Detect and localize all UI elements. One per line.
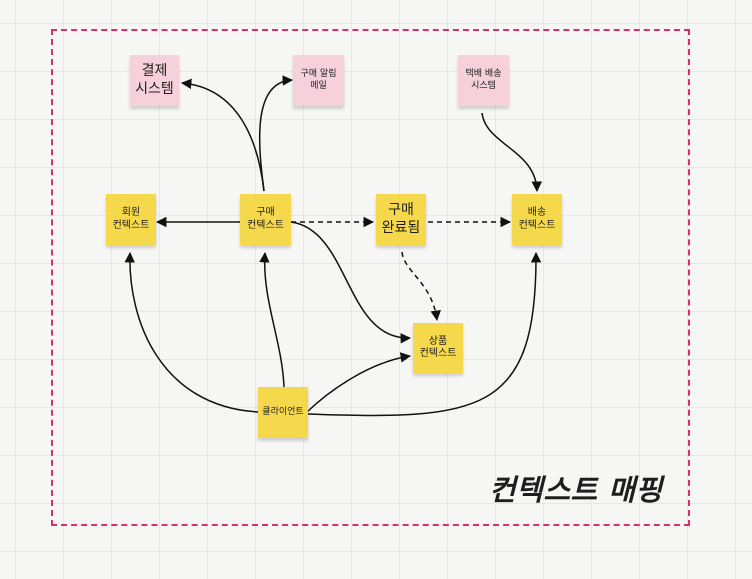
context-mapping-title: 컨텍스트 매핑	[489, 473, 663, 507]
context-map-frame[interactable]	[51, 29, 690, 526]
sticky-note-purchase-context[interactable]: 구매 컨텍스트	[240, 194, 291, 245]
edge-client-to-purchase[interactable]	[259, 251, 285, 388]
sticky-note-delivery-context[interactable]: 배송 컨텍스트	[512, 194, 562, 245]
sticky-note-purchase-completed-event[interactable]: 구매 완료됨	[376, 194, 426, 245]
sticky-note-product-context[interactable]: 상품 컨텍스트	[413, 323, 463, 373]
edge-client-to-member[interactable]	[124, 251, 259, 413]
edge-client-to-product[interactable]	[306, 352, 412, 413]
edge-purchase-to-payment[interactable]	[180, 78, 265, 192]
sticky-note-client[interactable]: 클라이언트	[258, 387, 308, 438]
edge-purchase-done-to-product[interactable]	[401, 251, 441, 322]
sticky-note-delivery-system[interactable]: 택배 배송 시스템	[458, 55, 509, 106]
edge-purchase-to-purchase-alert[interactable]	[258, 75, 294, 192]
edge-client-to-delivery[interactable]	[306, 251, 542, 417]
sticky-note-payment-system[interactable]: 결제 시스템	[130, 55, 179, 106]
edge-purchase-to-product[interactable]	[290, 221, 412, 344]
sticky-note-purchase-alert-mail[interactable]: 구매 알림 메일	[293, 55, 344, 106]
sticky-note-member-context[interactable]: 회원 컨텍스트	[106, 194, 156, 245]
edge-delivery-system-to-delivery[interactable]	[481, 112, 543, 193]
